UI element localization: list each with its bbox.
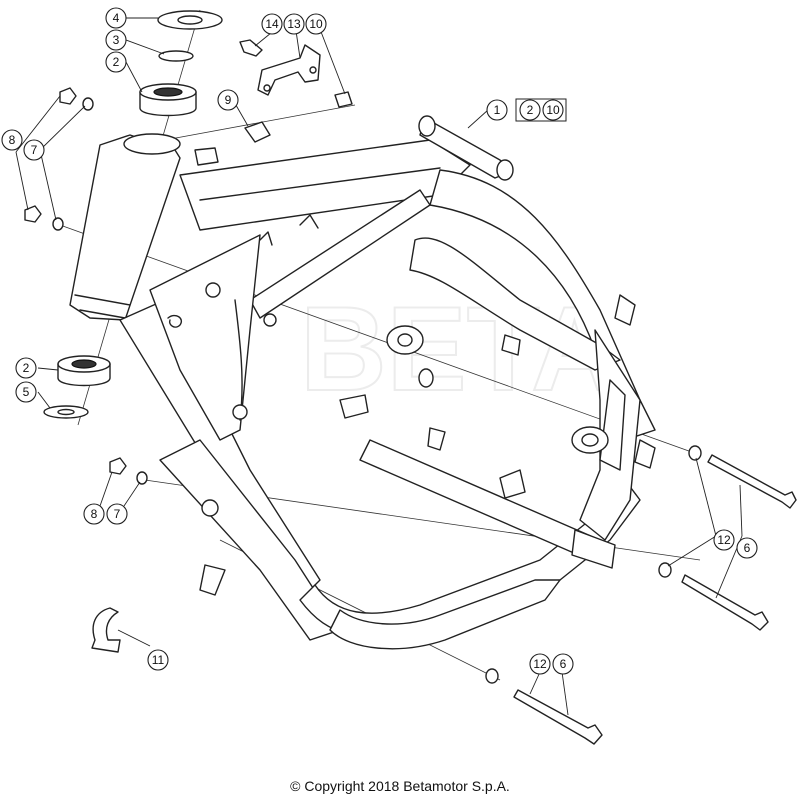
callout-2-lower: 2 xyxy=(15,357,37,379)
callout-7-top: 7 xyxy=(23,139,45,161)
steering-parts xyxy=(43,10,223,419)
callout-3: 3 xyxy=(105,29,127,51)
callout-7-bottom: 7 xyxy=(106,503,128,525)
svg-text:12: 12 xyxy=(717,533,731,547)
leader-lines xyxy=(15,17,743,716)
part-6-bolt-b xyxy=(681,574,769,631)
svg-text:12: 12 xyxy=(533,657,547,671)
part-8-nut-upper xyxy=(59,87,77,105)
svg-text:8: 8 xyxy=(91,507,98,521)
svg-text:2: 2 xyxy=(527,103,534,117)
part-7-washer-lower xyxy=(52,217,64,231)
callout-10: 10 xyxy=(305,13,327,35)
part-10-spacer xyxy=(334,91,353,108)
svg-text:5: 5 xyxy=(23,385,30,399)
svg-text:1: 1 xyxy=(494,103,501,117)
callout-12-right: 12 xyxy=(713,529,735,551)
callout-4: 4 xyxy=(105,7,127,29)
callout-8-top: 8 xyxy=(1,129,23,151)
part-6-bolt-c xyxy=(513,689,603,745)
svg-text:14: 14 xyxy=(265,17,279,31)
svg-text:13: 13 xyxy=(287,17,301,31)
svg-text:6: 6 xyxy=(560,657,567,671)
svg-text:10: 10 xyxy=(546,103,560,117)
callout-10-top-right: 10 xyxy=(542,99,564,121)
part-8-nut-bottom xyxy=(109,457,127,475)
fasteners xyxy=(24,39,797,745)
part-8-nut-lower xyxy=(24,205,42,223)
part-13-bracket xyxy=(257,44,321,96)
svg-text:3: 3 xyxy=(113,33,120,47)
svg-text:2: 2 xyxy=(23,361,30,375)
svg-text:6: 6 xyxy=(744,541,751,555)
part-12-washer-a xyxy=(688,445,702,461)
part-12-washer-c xyxy=(485,668,499,684)
svg-text:7: 7 xyxy=(114,507,121,521)
svg-text:4: 4 xyxy=(113,11,120,25)
part-6-bolt-a xyxy=(707,454,797,509)
svg-text:7: 7 xyxy=(31,143,38,157)
callout-12-bottom: 12 xyxy=(529,653,551,675)
callout-9: 9 xyxy=(217,89,239,111)
callout-2-top-right: 2 xyxy=(519,99,541,121)
callout-6-bottom: 6 xyxy=(552,653,574,675)
callout-2-upper: 2 xyxy=(105,51,127,73)
part-7-washer-bottom xyxy=(136,471,148,485)
part-7-washer-upper xyxy=(82,97,94,111)
part-11-cable-clamp xyxy=(91,607,121,653)
copyright-notice: © Copyright 2018 Betamotor S.p.A. xyxy=(290,778,510,794)
svg-text:11: 11 xyxy=(152,653,165,667)
part-9-clip xyxy=(244,121,271,143)
callout-6-right: 6 xyxy=(736,537,758,559)
callout-1: 1 xyxy=(486,99,508,121)
callouts: 1 2 10 4 3 2 14 13 10 9 8 7 2 5 8 7 12 6… xyxy=(1,7,758,675)
svg-text:2: 2 xyxy=(113,55,120,69)
main-frame xyxy=(69,115,656,650)
part-14-bolt xyxy=(239,39,263,57)
callout-13: 13 xyxy=(283,13,305,35)
part-3-ring xyxy=(158,50,194,62)
callout-11: 11 xyxy=(147,649,169,671)
svg-text:8: 8 xyxy=(9,133,16,147)
callout-5: 5 xyxy=(15,381,37,403)
part-12-washer-b xyxy=(658,562,672,578)
callout-8-bottom: 8 xyxy=(83,503,105,525)
svg-text:9: 9 xyxy=(225,93,232,107)
svg-text:10: 10 xyxy=(309,17,323,31)
callout-14: 14 xyxy=(261,13,283,35)
